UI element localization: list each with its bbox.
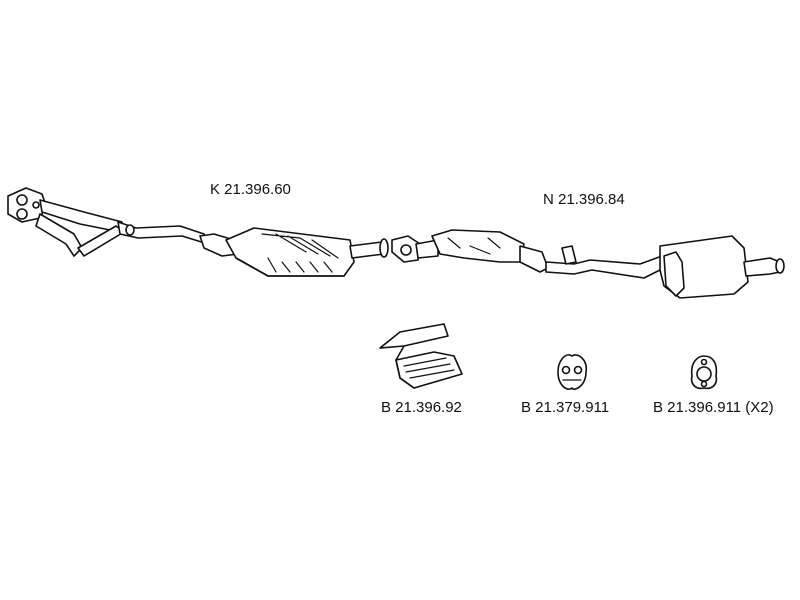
- rubber-mount-drawing: [557, 354, 588, 390]
- front-downpipe: [7, 187, 209, 257]
- middle-silencer: [391, 229, 673, 279]
- part-label-front-pipe-cat: K 21.396.60: [210, 181, 291, 198]
- clamp-drawing: [379, 323, 463, 389]
- part-label-gasket: B 21.396.911 (X2): [653, 399, 774, 416]
- part-label-middle-rear: N 21.396.84: [543, 191, 625, 208]
- gasket-drawing: [690, 355, 718, 390]
- part-label-rubber-mount: B 21.379.911: [521, 399, 610, 416]
- rear-silencer: [659, 235, 785, 299]
- catalytic-converter: [199, 227, 389, 277]
- part-label-clamp: B 21.396.92: [381, 399, 462, 416]
